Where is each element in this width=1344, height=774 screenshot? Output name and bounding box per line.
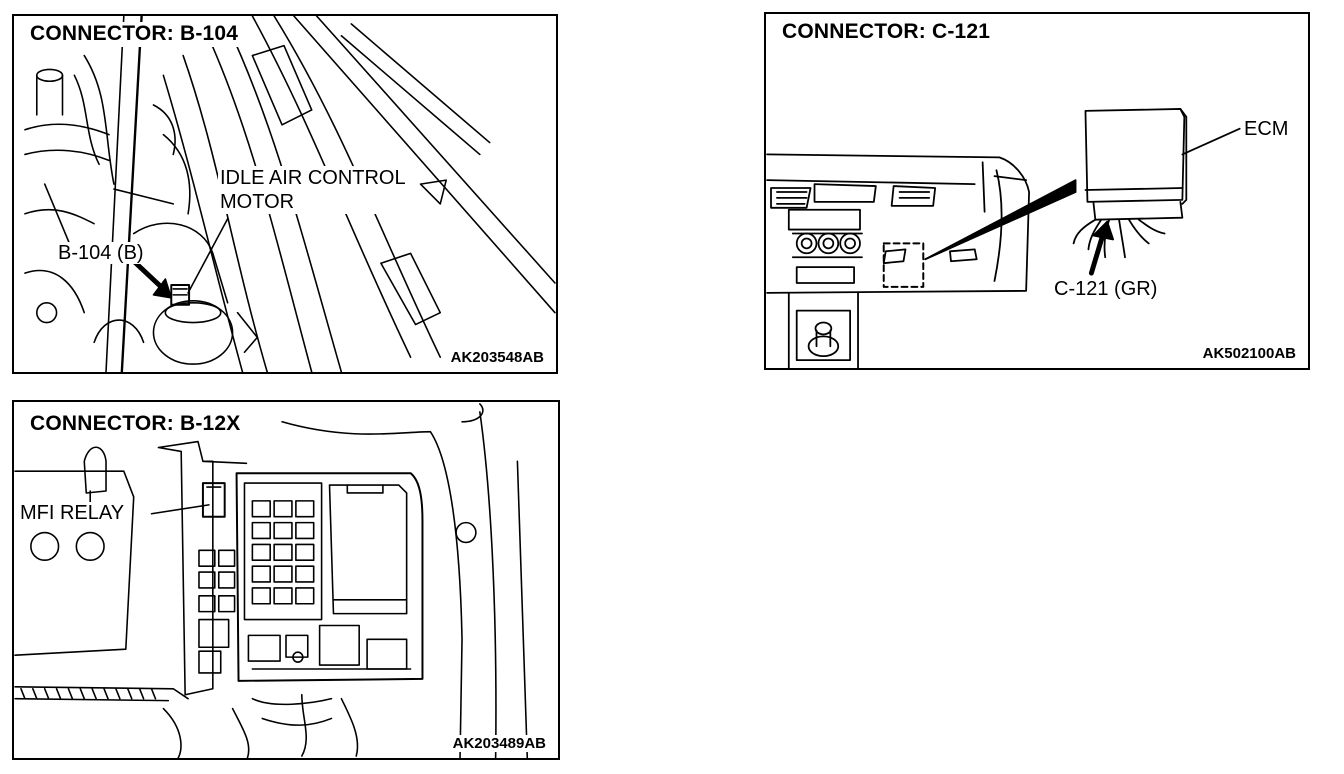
dashboard-illustration — [766, 108, 1241, 368]
component-label-line1: IDLE AIR CONTROL — [220, 167, 406, 189]
panel-title: CONNECTOR: C-121 — [780, 20, 995, 45]
component-label: IDLE AIR CONTROL MOTOR — [218, 166, 408, 214]
panel-title: CONNECTOR: B-12X — [28, 412, 245, 437]
ecm-label: ECM — [1242, 118, 1291, 140]
figure-code: AK203489AB — [450, 735, 548, 752]
panel-title: CONNECTOR: B-104 — [28, 22, 243, 47]
panel-connector-c121: CONNECTOR: C-121 ECM C-121 (GR) AK502100… — [764, 12, 1310, 370]
figure-code: AK502100AB — [1200, 345, 1298, 362]
relay-label: MFI RELAY — [18, 502, 127, 524]
figure-code: AK203548AB — [448, 349, 546, 366]
relay-box-illustration — [14, 403, 529, 758]
connector-label: C-121 (GR) — [1052, 278, 1160, 300]
panel-connector-b104: CONNECTOR: B-104 IDLE AIR CONTROL MOTOR … — [12, 14, 558, 374]
panel-connector-b12x: CONNECTOR: B-12X MFI RELAY AK203489AB — [12, 400, 560, 760]
component-label-line2: MOTOR — [220, 191, 295, 213]
connector-label: B-104 (B) — [56, 242, 146, 264]
